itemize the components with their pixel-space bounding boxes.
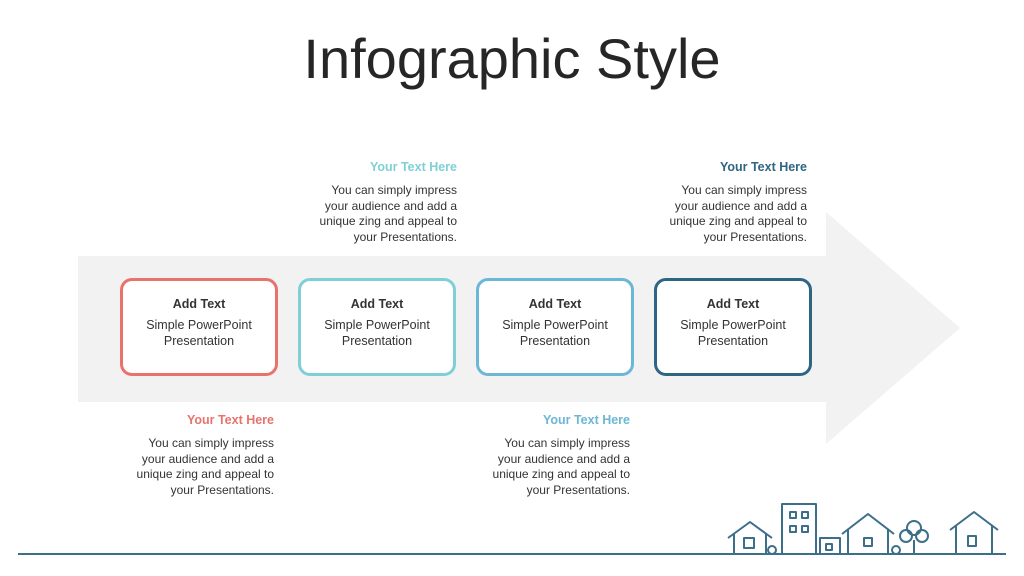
callout-top-right: Your Text Here You can simply impress yo… [657,160,807,245]
callout-heading: Your Text Here [186,413,274,427]
card-title: Add Text [528,297,582,311]
card-title: Add Text [350,297,404,311]
card-body: Simple PowerPoint Presentation [324,318,430,348]
callout-body: You can simply impress your audience and… [319,183,457,244]
step-card-2: Add Text Simple PowerPoint Presentation [298,278,456,376]
page-title: Infographic Style [303,27,721,90]
callout-bottom-left: Your Text Here You can simply impress yo… [124,413,274,498]
step-card-1: Add Text Simple PowerPoint Presentation [120,278,278,376]
callout-body: You can simply impress your audience and… [136,436,274,497]
card-title: Add Text [172,297,226,311]
callout-heading: Your Text Here [369,160,457,174]
callout-heading: Your Text Here [542,413,630,427]
callout-bottom-right: Your Text Here You can simply impress yo… [480,413,630,498]
callout-top-left: Your Text Here You can simply impress yo… [307,160,457,245]
card-title: Add Text [706,297,760,311]
card-body: Simple PowerPoint Presentation [146,318,252,348]
step-card-3: Add Text Simple PowerPoint Presentation [476,278,634,376]
card-body: Simple PowerPoint Presentation [502,318,608,348]
callout-body: You can simply impress your audience and… [669,183,807,244]
callout-heading: Your Text Here [719,160,807,174]
city-skyline-illustration [18,503,1006,555]
step-card-4: Add Text Simple PowerPoint Presentation [654,278,812,376]
card-body: Simple PowerPoint Presentation [680,318,786,348]
callout-body: You can simply impress your audience and… [492,436,630,497]
